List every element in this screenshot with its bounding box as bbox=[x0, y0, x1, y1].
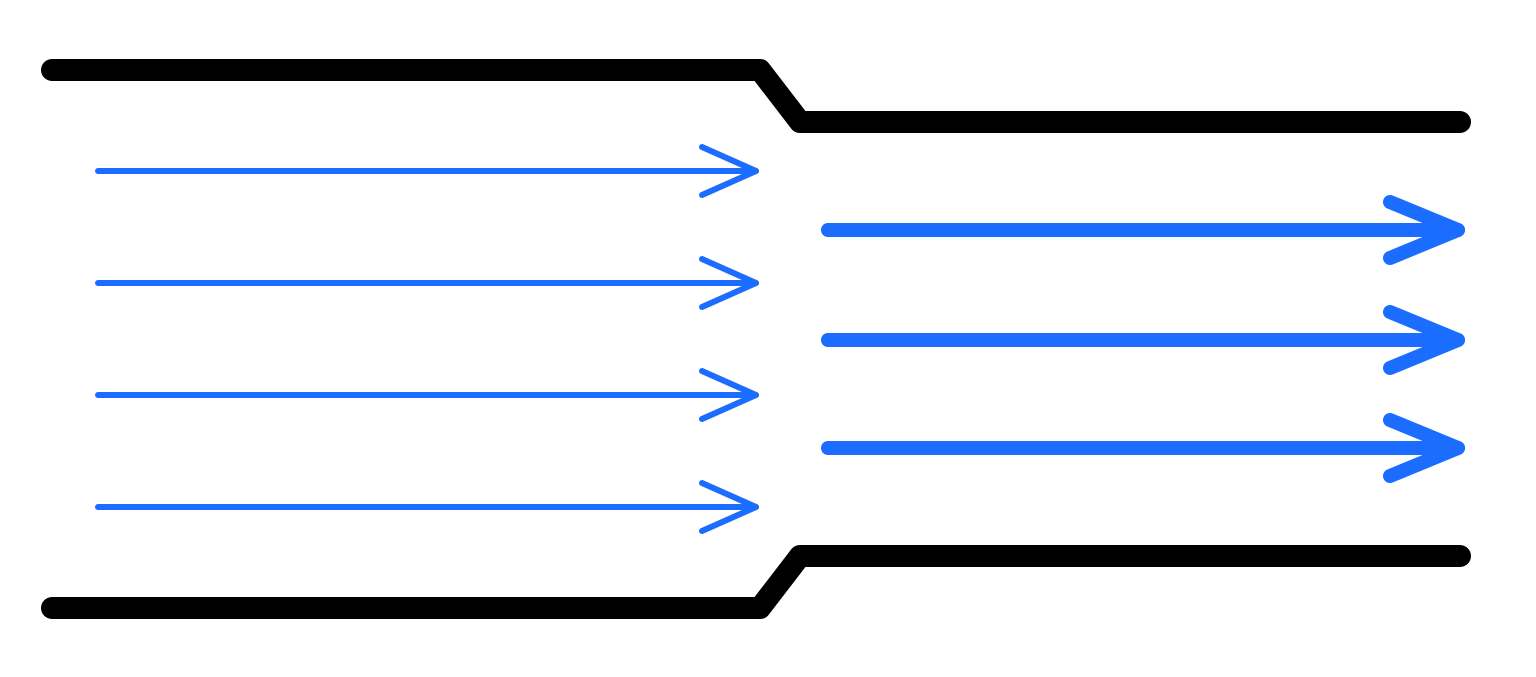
flow-arrow-wide-2 bbox=[95, 256, 759, 310]
flow-arrow-narrow-2 bbox=[821, 305, 1465, 375]
pipe-wall-bottom bbox=[41, 545, 1471, 619]
pipe-walls bbox=[41, 59, 1471, 619]
pipe-wall-top bbox=[41, 59, 1471, 133]
flow-arrow-wide-3 bbox=[95, 368, 759, 422]
flow-arrow-wide-1 bbox=[95, 144, 759, 198]
narrow-section-arrows bbox=[821, 195, 1465, 483]
flow-arrow-narrow-1 bbox=[821, 195, 1465, 265]
wide-section-arrows bbox=[95, 144, 759, 534]
flow-arrow-narrow-3 bbox=[821, 413, 1465, 483]
flow-arrow-wide-4 bbox=[95, 480, 759, 534]
